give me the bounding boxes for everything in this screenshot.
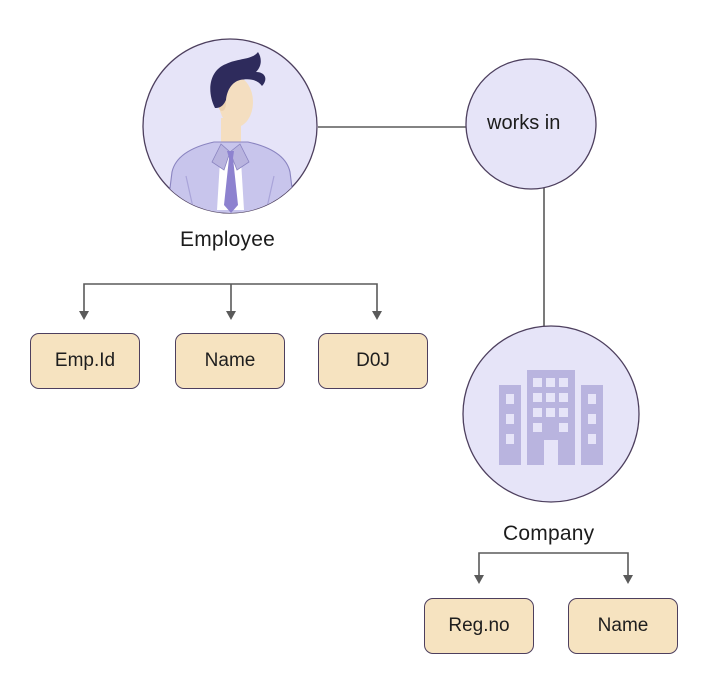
connectors (83, 126, 629, 576)
company-attribute-reg-no: Reg.no (424, 598, 534, 654)
office-building-icon (499, 370, 603, 465)
arrow-company-regno (474, 575, 484, 584)
relationship-node (465, 58, 597, 190)
arrowheads (79, 311, 633, 584)
employee-attribute-doj: D0J (318, 333, 428, 389)
arrow-emp-id (79, 311, 89, 320)
employee-attribute-name: Name (175, 333, 285, 389)
relationship-label: works in (487, 112, 561, 134)
employee-attribute-emp-id: Emp.Id (30, 333, 140, 389)
employee-node (142, 38, 318, 214)
company-attribute-name: Name (568, 598, 678, 654)
company-entity-label: Company (503, 522, 595, 545)
person-avatar-icon (165, 52, 297, 213)
employee-entity-label: Employee (180, 228, 275, 251)
arrow-company-name (623, 575, 633, 584)
company-node (462, 325, 640, 503)
company-attribute-bracket (478, 552, 629, 576)
arrow-emp-doj (372, 311, 382, 320)
arrow-emp-name (226, 311, 236, 320)
